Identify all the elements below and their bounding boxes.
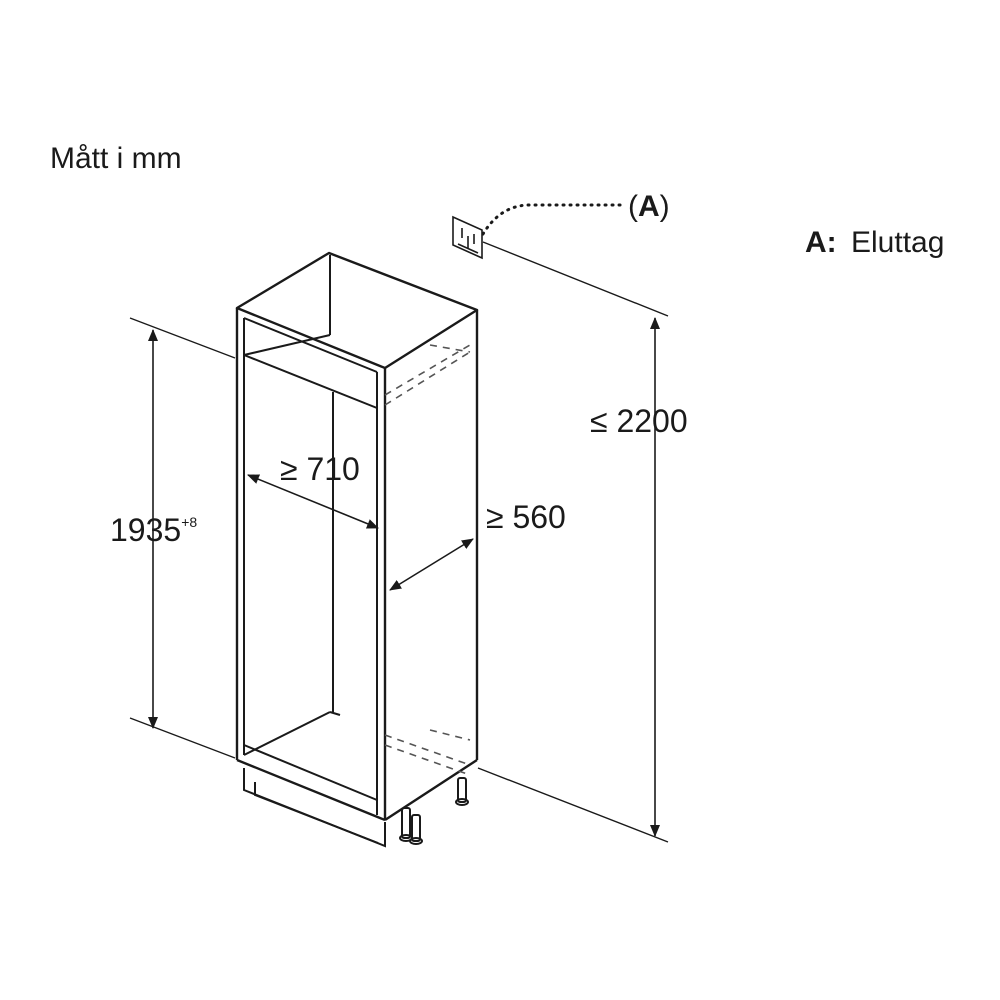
cabinet-hidden-lines xyxy=(384,344,471,776)
dimension-arrows xyxy=(148,317,660,837)
callout-marker: (A) xyxy=(628,190,670,223)
legend-text: Eluttag xyxy=(851,226,944,259)
legend-entry: A: Eluttag xyxy=(805,226,944,259)
callout-leader-line xyxy=(481,203,627,236)
cabinet-inner-lines xyxy=(243,255,469,848)
dimension-arrow-icon xyxy=(389,538,474,591)
dimension-arrow-icon xyxy=(247,474,379,529)
legend-key: A: xyxy=(805,226,837,259)
units-label: Mått i mm xyxy=(50,142,182,175)
extension-lines xyxy=(129,241,669,843)
max-height-label: ≤ 2200 xyxy=(590,403,688,439)
cabinet-outline xyxy=(235,251,479,822)
niche-depth-label: ≥ 710 xyxy=(280,451,360,487)
niche-height-label: 1935+8 xyxy=(110,512,197,548)
niche-width-label: ≥ 560 xyxy=(486,499,566,535)
power-outlet-icon xyxy=(452,215,483,260)
